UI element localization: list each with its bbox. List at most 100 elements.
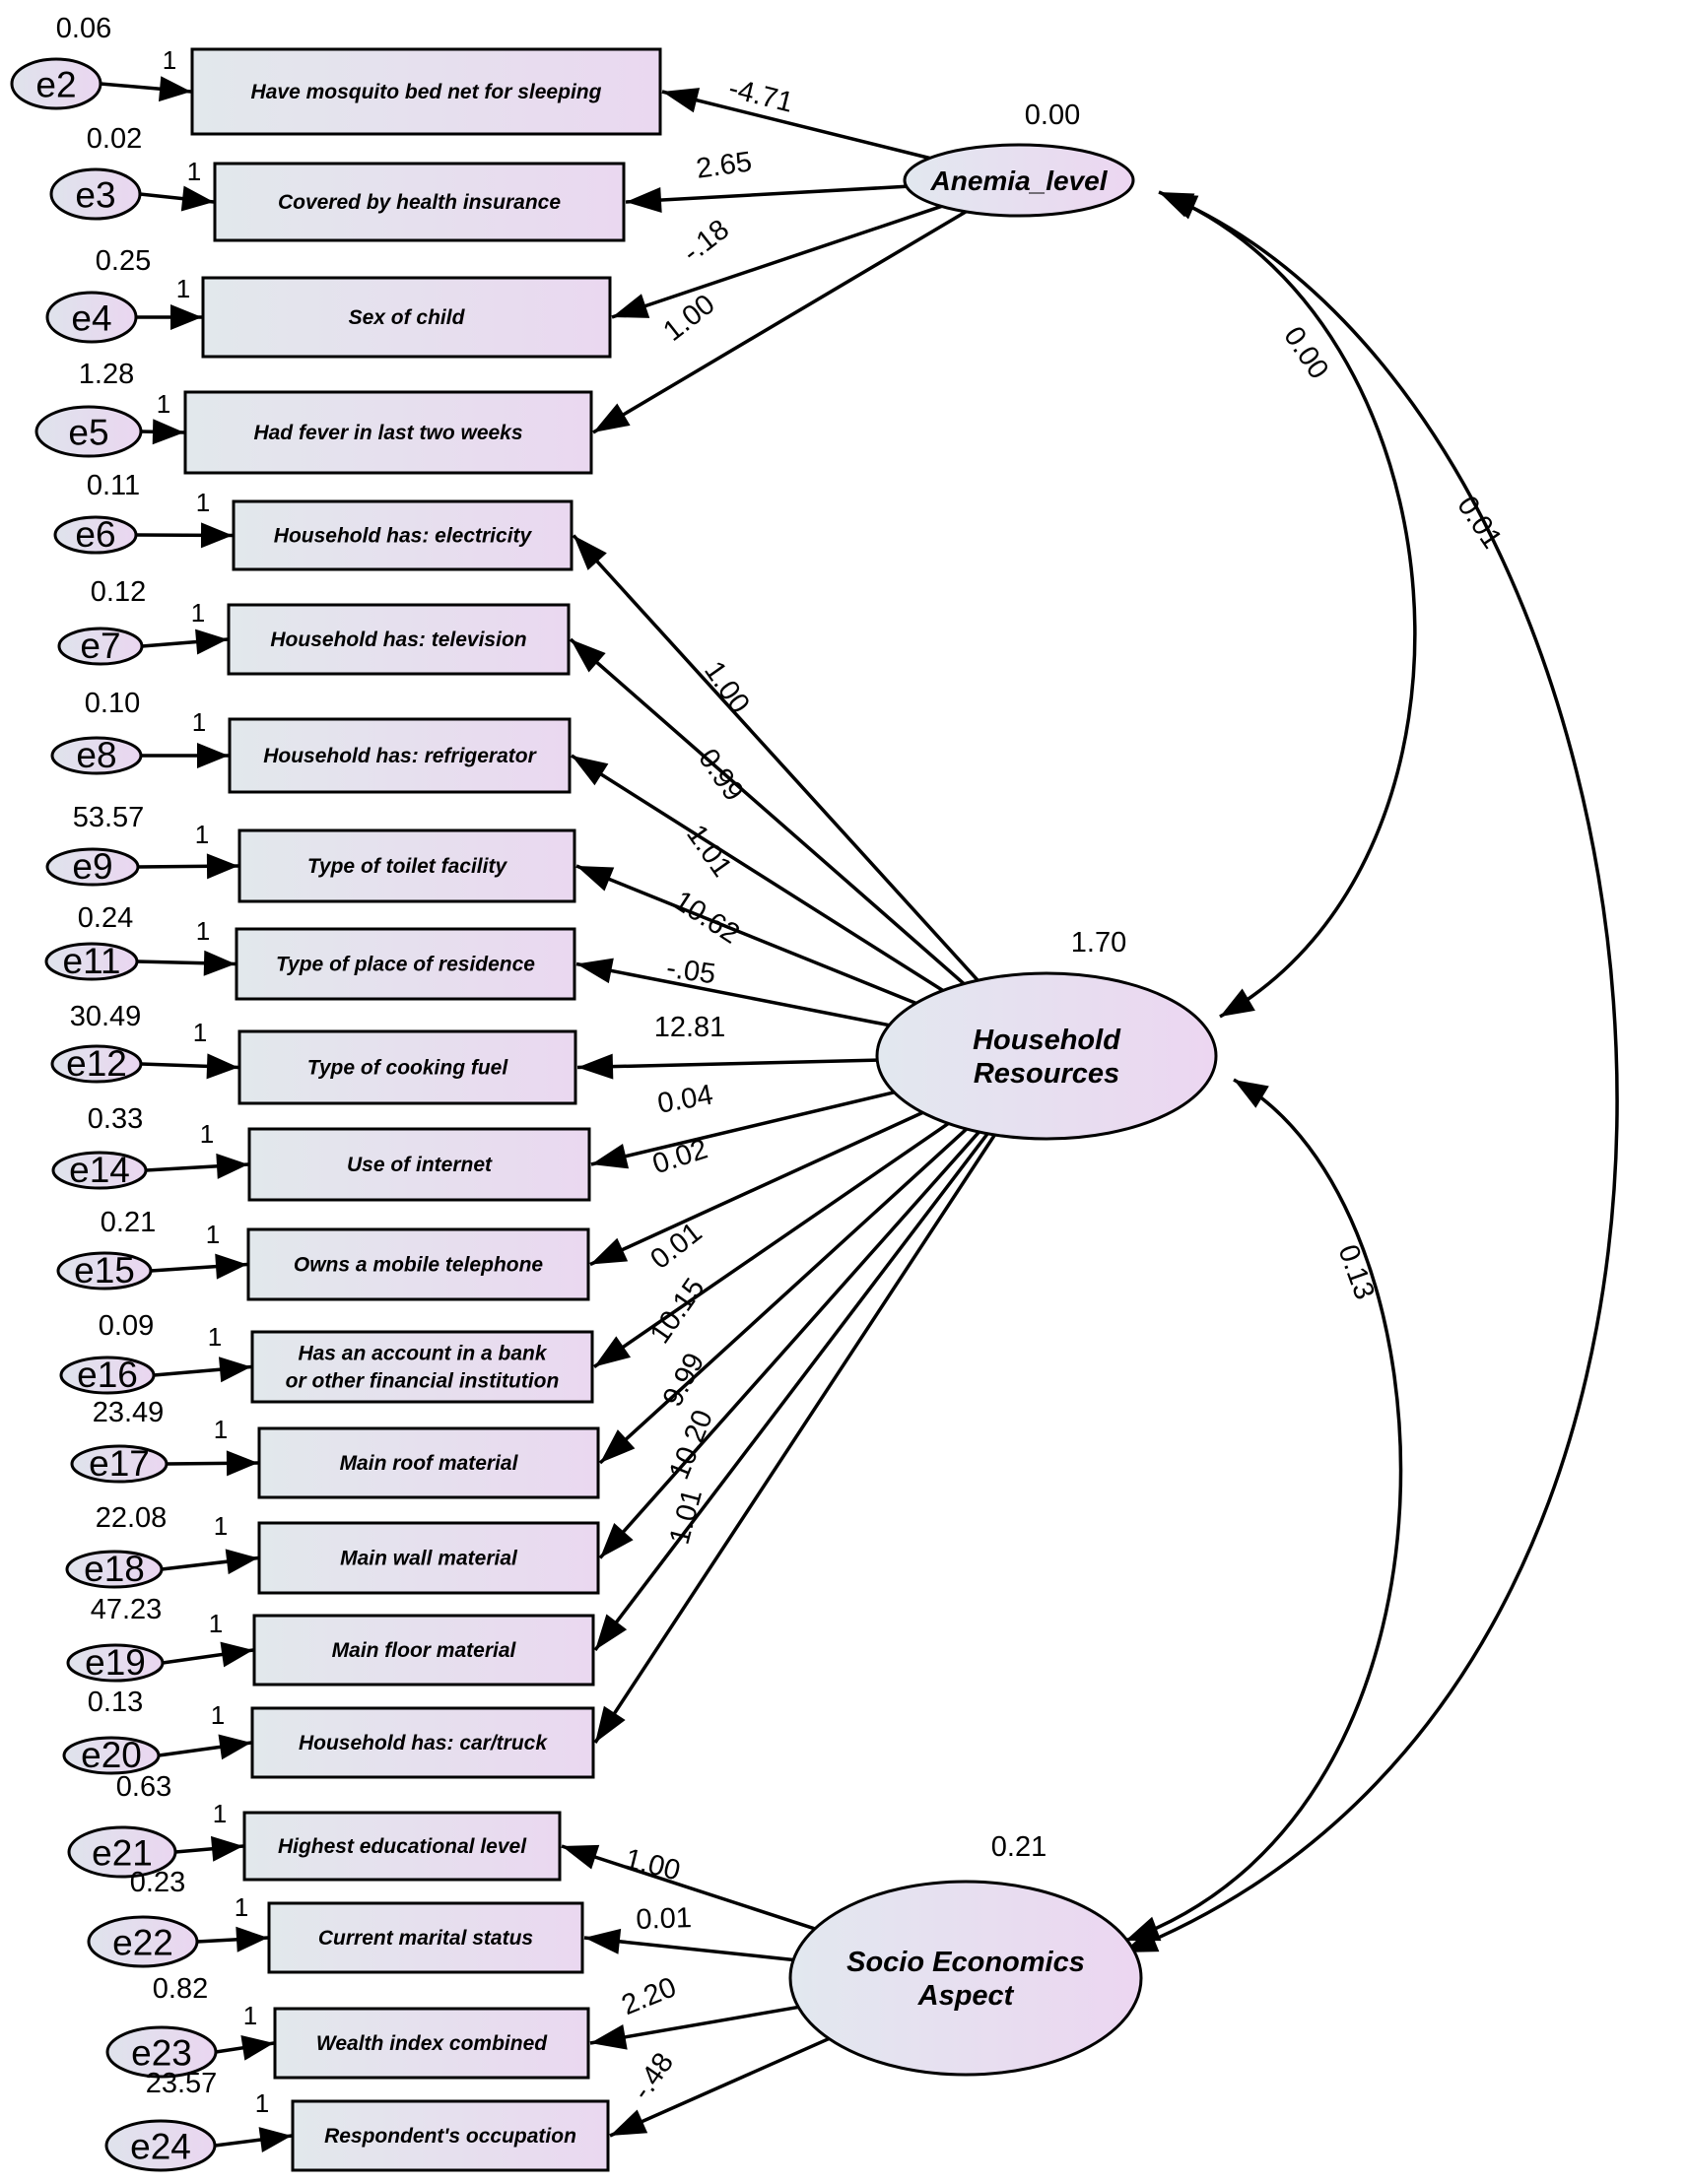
loading-value: -.05 xyxy=(664,953,717,991)
indicator-label: Main roof material xyxy=(340,1452,519,1475)
loading-path xyxy=(625,184,907,204)
error-label: e14 xyxy=(69,1150,130,1190)
loading-value: 1.00 xyxy=(622,1843,684,1887)
error-term-e15 xyxy=(56,1251,153,1291)
ind-occupation xyxy=(291,2099,610,2172)
loading-value: -4.71 xyxy=(725,73,796,119)
error-label: e3 xyxy=(75,174,115,215)
arrowhead xyxy=(158,76,191,102)
ind-television xyxy=(227,603,571,676)
error-weight: 1 xyxy=(213,1799,227,1828)
arrowhead xyxy=(626,187,662,213)
loading-path xyxy=(575,961,890,1027)
covariance-layer xyxy=(1122,190,1619,1954)
arrowhead xyxy=(612,294,650,318)
error-variance: 0.82 xyxy=(153,1973,208,2005)
error-label: e4 xyxy=(71,298,111,338)
error-weight: 1 xyxy=(208,1322,222,1352)
error-weight: 1 xyxy=(157,389,170,419)
indicator-box xyxy=(246,1227,590,1301)
arrowhead xyxy=(180,185,214,212)
loading-value: 0.01 xyxy=(644,1217,708,1276)
ind-wall xyxy=(257,1521,600,1595)
loading-path xyxy=(598,1127,968,1465)
ind-marital xyxy=(267,1901,584,1974)
arrowhead xyxy=(593,403,631,432)
indicator-box xyxy=(291,2099,610,2172)
arrowhead xyxy=(210,1835,243,1862)
arrowhead xyxy=(195,629,228,655)
error-term-e8 xyxy=(50,736,143,775)
latent-label: Household xyxy=(973,1025,1121,1056)
error-term-e9 xyxy=(45,847,140,887)
error-term-e12 xyxy=(50,1044,143,1084)
latent-variance: 0.21 xyxy=(991,1831,1047,1863)
error-label: e5 xyxy=(68,412,108,452)
indicator-label: or other financial institution xyxy=(286,1370,560,1393)
latent-variance: 1.70 xyxy=(1071,927,1126,959)
error-label: e6 xyxy=(75,514,115,555)
indicator-box xyxy=(183,390,593,475)
indicator-box xyxy=(267,1901,584,1974)
arrowhead xyxy=(600,1429,636,1463)
error-weight: 1 xyxy=(200,1119,214,1149)
loading-path xyxy=(571,754,944,992)
ind-electricity xyxy=(232,499,574,571)
error-weight: 1 xyxy=(191,598,205,628)
indicator-box xyxy=(242,1811,562,1882)
indicator-label: Household has: television xyxy=(270,629,526,651)
indicator-box xyxy=(235,927,576,1001)
error-weight: 1 xyxy=(255,2088,269,2118)
error-label: e21 xyxy=(92,1832,153,1873)
error-term-e6 xyxy=(53,515,138,555)
arrowhead xyxy=(206,1053,238,1080)
ind-toilet xyxy=(237,828,576,903)
error-variance: 0.02 xyxy=(87,123,142,155)
loading-value: 10.15 xyxy=(644,1273,711,1350)
error-label: e9 xyxy=(72,846,112,887)
arrowhead xyxy=(610,2109,648,2136)
error-term-e4 xyxy=(45,291,138,344)
loading-path xyxy=(593,1132,989,1652)
error-variance: 0.63 xyxy=(116,1771,171,1803)
indicator-label: Household has: refrigerator xyxy=(263,745,537,767)
loading-path xyxy=(569,637,966,985)
loading-path xyxy=(561,1844,816,1931)
arrowhead xyxy=(594,1336,632,1367)
covariance-curve xyxy=(1158,190,1417,1019)
loading-paths-layer xyxy=(561,88,996,2138)
error-variance: 0.09 xyxy=(99,1310,154,1342)
error-weight: 1 xyxy=(211,1700,225,1730)
arrowhead xyxy=(600,1522,634,1558)
arrowhead xyxy=(562,1844,600,1870)
indicator-label: Type of toilet facility xyxy=(307,855,508,878)
latent-label: Aspect xyxy=(917,1980,1015,2012)
error-weight: 1 xyxy=(243,2001,257,2030)
indicator-label: Type of place of residence xyxy=(276,954,535,976)
indicator-box xyxy=(232,499,574,571)
latent-label: Socio Economics xyxy=(846,1947,1085,1978)
indicator-box xyxy=(190,47,662,136)
error-variance: 0.21 xyxy=(101,1207,156,1238)
error-variance: 0.10 xyxy=(85,688,140,719)
error-label: e18 xyxy=(84,1549,145,1589)
error-variance: 47.23 xyxy=(91,1594,163,1625)
indicator-box xyxy=(250,1706,595,1779)
ind-floor xyxy=(252,1614,595,1687)
covariance-anemia-household xyxy=(1158,190,1417,1019)
error-term-e23 xyxy=(105,2025,218,2079)
error-variance: 0.24 xyxy=(78,902,133,934)
error-label: e7 xyxy=(80,626,120,666)
error-term-e2 xyxy=(10,57,102,110)
loading-path xyxy=(590,1091,895,1166)
error-label: e22 xyxy=(112,1922,173,1962)
arrowhead xyxy=(571,639,606,673)
error-variance: 0.12 xyxy=(91,576,146,608)
ind-wealth xyxy=(273,2007,590,2080)
arrowhead xyxy=(170,304,202,330)
error-variance: 0.33 xyxy=(88,1103,143,1135)
arrowhead xyxy=(1234,1080,1269,1108)
error-term-e17 xyxy=(70,1444,169,1484)
error-term-e16 xyxy=(59,1356,156,1395)
indicator-label: Wealth index combined xyxy=(316,2032,548,2055)
